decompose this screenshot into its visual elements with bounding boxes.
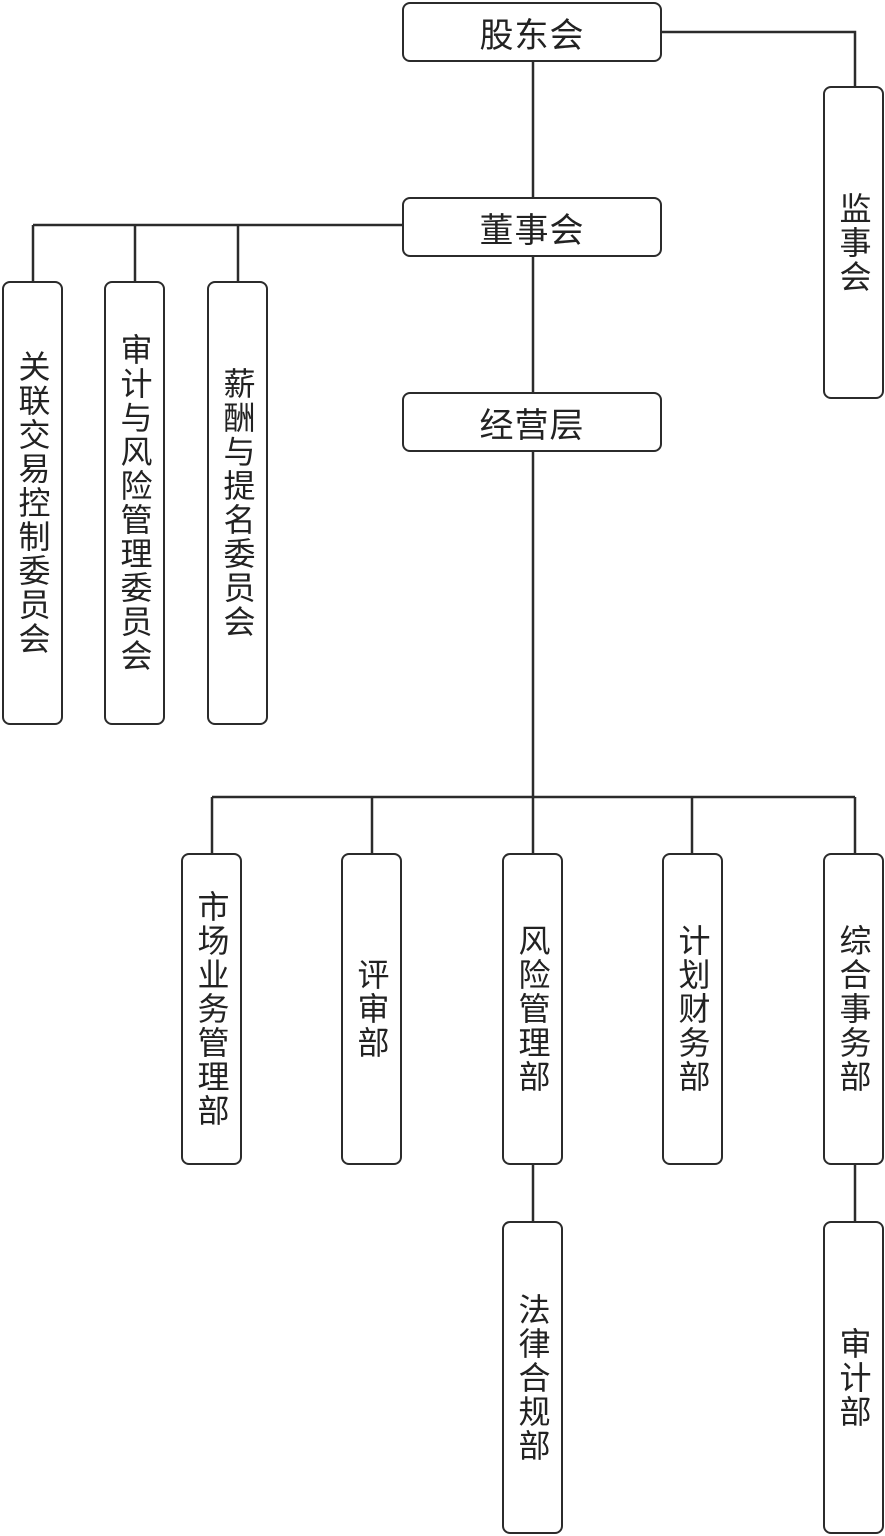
- node-risk-dept: 风险管理部: [502, 853, 563, 1165]
- node-label: 经营层: [479, 405, 585, 446]
- node-audit-dept: 审计部: [823, 1221, 884, 1534]
- node-legal-dept: 法律合规部: [502, 1221, 563, 1534]
- node-label: 监事会: [834, 191, 873, 294]
- node-label: 风险管理部: [513, 924, 552, 1094]
- node-label: 董事会: [479, 210, 585, 251]
- node-market-dept: 市场业务管理部: [181, 853, 242, 1165]
- node-finance-dept: 计划财务部: [662, 853, 723, 1165]
- node-related-party-committee: 关联交易控制委员会: [2, 281, 63, 725]
- node-label: 市场业务管理部: [192, 890, 231, 1128]
- node-supervisors: 监事会: [823, 86, 884, 399]
- node-shareholders: 股东会: [402, 2, 662, 62]
- node-label: 审计与风险管理委员会: [115, 333, 154, 673]
- line-shareholders-supervisors: [662, 30, 857, 86]
- node-label: 评审部: [352, 958, 391, 1060]
- node-label: 关联交易控制委员会: [13, 350, 52, 656]
- node-label: 薪酬与提名委员会: [218, 367, 257, 639]
- node-remuneration-committee: 薪酬与提名委员会: [207, 281, 268, 725]
- node-label: 审计部: [834, 1326, 873, 1429]
- node-management: 经营层: [402, 392, 662, 452]
- node-label: 法律合规部: [513, 1292, 552, 1463]
- node-audit-risk-committee: 审计与风险管理委员会: [104, 281, 165, 725]
- node-label: 综合事务部: [834, 924, 873, 1094]
- node-review-dept: 评审部: [341, 853, 402, 1165]
- node-general-dept: 综合事务部: [823, 853, 884, 1165]
- node-label: 计划财务部: [673, 924, 712, 1094]
- node-board: 董事会: [402, 197, 662, 257]
- node-label: 股东会: [479, 15, 585, 56]
